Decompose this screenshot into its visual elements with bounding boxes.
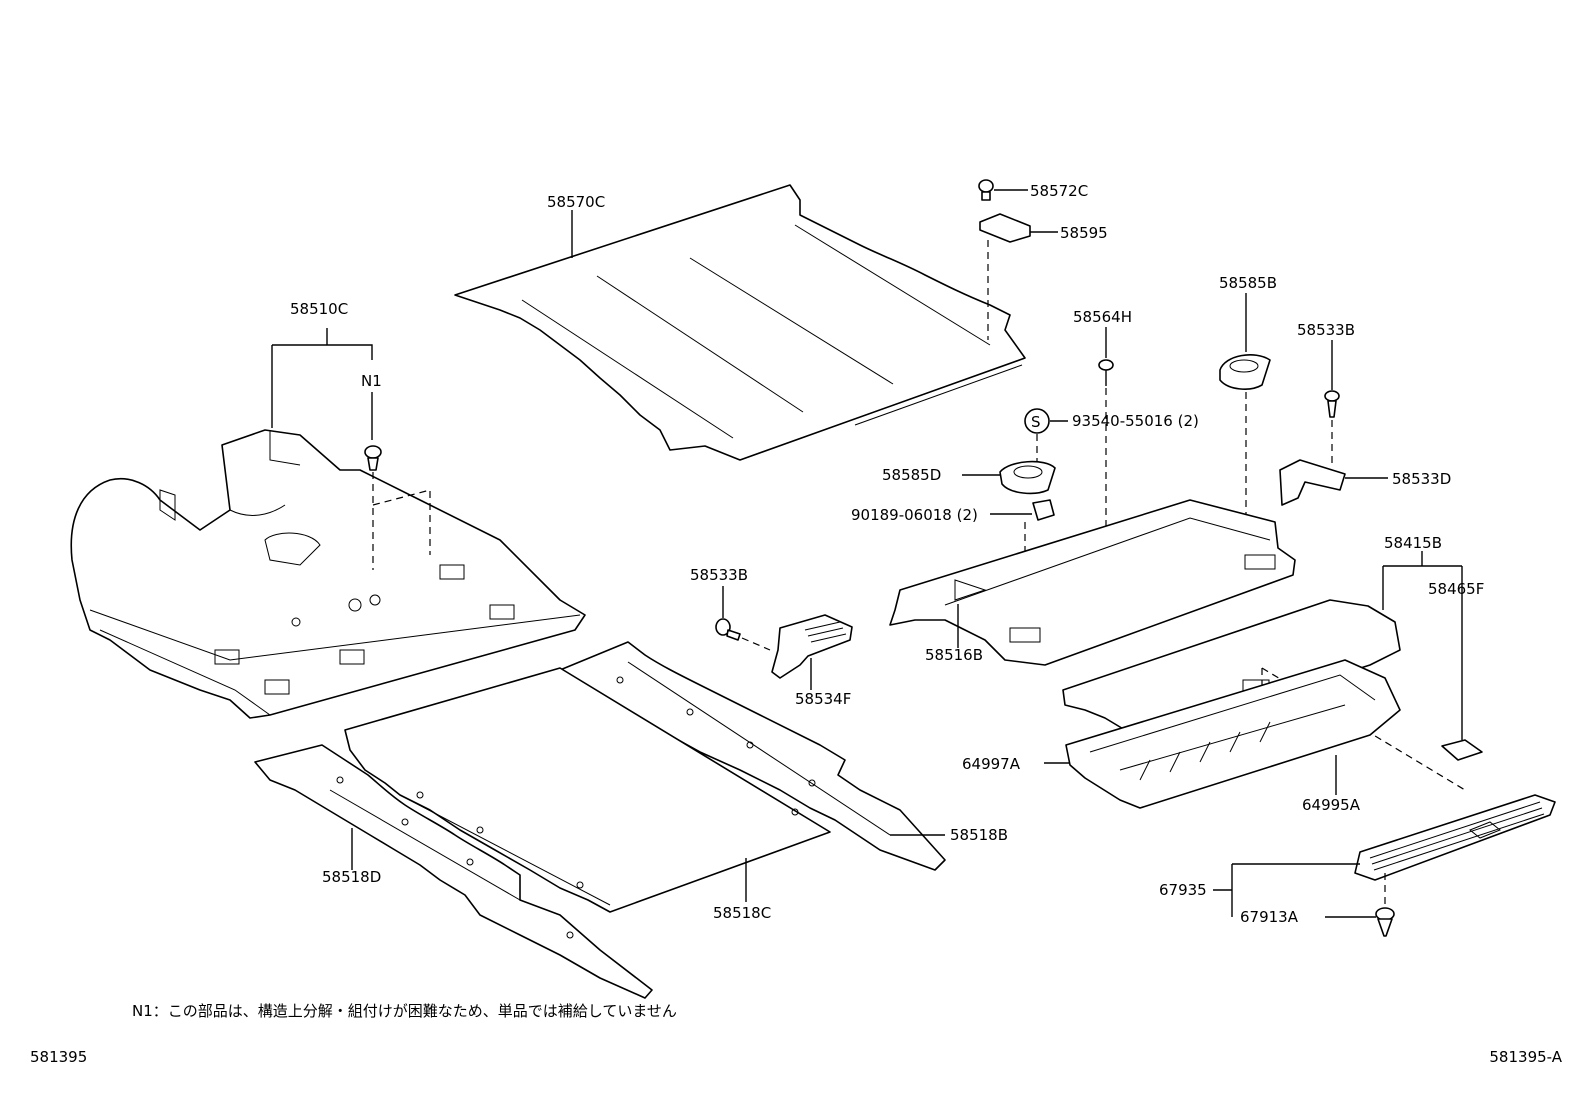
label-58572C: 58572C xyxy=(1030,182,1088,200)
part-58533D-bracket xyxy=(1279,459,1346,506)
label-58518D: 58518D xyxy=(322,868,381,886)
part-58518B-side-panel xyxy=(559,641,946,871)
label-58510C: 58510C xyxy=(290,300,348,318)
label-58534F: 58534F xyxy=(795,690,851,708)
label-58516B: 58516B xyxy=(925,646,983,664)
label-93540-55016: 93540-55016 (2) xyxy=(1072,412,1199,430)
label-58518C: 58518C xyxy=(713,904,771,922)
part-58510C-floor-carpet xyxy=(70,429,586,719)
label-58533B-mid: 58533B xyxy=(690,566,748,584)
s-marker: S xyxy=(1024,408,1050,434)
label-58585D: 58585D xyxy=(882,466,941,484)
label-64997A: 64997A xyxy=(962,755,1021,773)
label-67913A: 67913A xyxy=(1240,908,1299,926)
part-58465F-cover xyxy=(1441,739,1483,761)
part-58585B-hook xyxy=(1219,354,1271,390)
figure-code-right: 581395-A xyxy=(1489,1048,1562,1066)
footnote: N1：この部品は、構造上分解・組付けが困難なため、単品では補給していません xyxy=(132,1002,677,1020)
label-58533B-top: 58533B xyxy=(1297,321,1355,339)
label-58415B: 58415B xyxy=(1384,534,1442,552)
part-58570C-deck-board xyxy=(454,184,1026,461)
part-58518D-side-panel xyxy=(254,744,653,999)
part-64995A-storage-box xyxy=(1065,659,1401,809)
part-58533B-clip-top xyxy=(1324,390,1340,418)
figure-code-left: 581395 xyxy=(30,1048,88,1066)
label-N1: N1 xyxy=(361,372,382,390)
label-58533D: 58533D xyxy=(1392,470,1451,488)
part-58533B-clip-mid xyxy=(715,618,741,641)
part-58534F-bracket xyxy=(771,614,853,679)
label-58518B: 58518B xyxy=(950,826,1008,844)
part-90189-nut xyxy=(1032,499,1055,521)
part-58516B-tray xyxy=(889,499,1296,666)
part-58585D-hook xyxy=(999,460,1056,495)
label-58585B: 58585B xyxy=(1219,274,1277,292)
label-58570C: 58570C xyxy=(547,193,605,211)
part-58595-bracket xyxy=(979,213,1031,243)
part-58564H-screw xyxy=(1098,359,1114,386)
label-58595: 58595 xyxy=(1060,224,1108,242)
label-64995A: 64995A xyxy=(1302,796,1361,814)
part-58518C-center-mat xyxy=(344,667,831,913)
part-58572C-clip xyxy=(978,179,994,201)
part-67913A-clip xyxy=(1375,907,1395,937)
label-58465F: 58465F xyxy=(1428,580,1484,598)
label-67935: 67935 xyxy=(1159,881,1207,899)
s-marker-text: S xyxy=(1031,413,1041,431)
label-58564H: 58564H xyxy=(1073,308,1132,326)
part-67935-scuff-plate xyxy=(1354,794,1556,881)
label-90189-06018: 90189-06018 (2) xyxy=(851,506,978,524)
part-N1-clip xyxy=(364,445,382,471)
